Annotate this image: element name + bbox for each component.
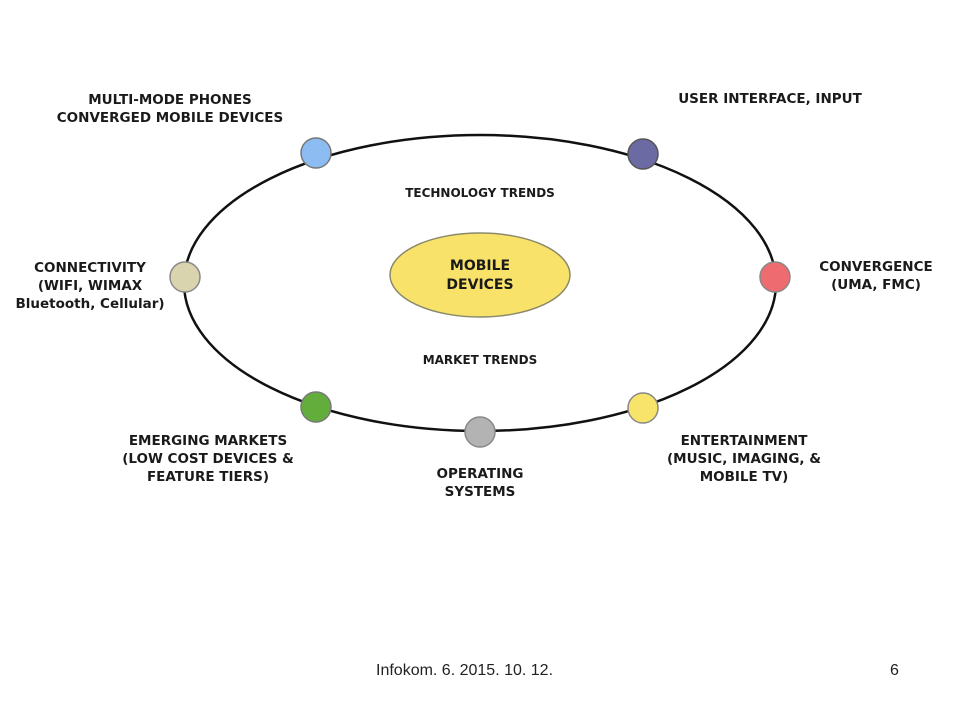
mobile-trends-diagram: MOBILE DEVICES TECHNOLOGY TRENDS MARKET …	[15, 91, 932, 500]
label-convergence-line1: CONVERGENCE	[819, 259, 932, 275]
page-number: 6	[890, 662, 899, 679]
node-operating-systems	[464, 416, 496, 448]
label-os-line1: OPERATING	[437, 466, 524, 482]
label-user-interface: USER INTERFACE, INPUT	[678, 91, 862, 107]
label-connectivity-line2: (WIFI, WIMAX	[38, 278, 143, 294]
node-connectivity	[169, 261, 201, 293]
node-emerging-markets	[300, 391, 332, 423]
center-label-line2: DEVICES	[446, 277, 513, 293]
node-convergence	[759, 261, 791, 293]
label-connectivity-line3: Bluetooth, Cellular)	[15, 296, 164, 312]
label-entertainment-line3: MOBILE TV)	[700, 469, 789, 485]
label-entertainment-line2: (MUSIC, IMAGING, &	[667, 451, 821, 467]
center-label-line1: MOBILE	[450, 258, 510, 274]
market-trends-label: MARKET TRENDS	[423, 353, 538, 367]
label-convergence-line2: (UMA, FMC)	[831, 277, 921, 293]
label-entertainment-line1: ENTERTAINMENT	[681, 433, 809, 449]
label-multimode-line2: CONVERGED MOBILE DEVICES	[57, 110, 283, 126]
label-emerging-line1: EMERGING MARKETS	[129, 433, 287, 449]
label-emerging-line2: (LOW COST DEVICES &	[122, 451, 294, 467]
label-connectivity-line1: CONNECTIVITY	[34, 260, 146, 276]
footer-date: Infokom. 6. 2015. 10. 12.	[376, 662, 554, 679]
node-user-interface	[627, 138, 659, 170]
label-os-line2: SYSTEMS	[445, 484, 516, 500]
label-multimode-line1: MULTI-MODE PHONES	[88, 92, 252, 108]
center-ellipse	[389, 232, 571, 318]
node-multimode	[300, 137, 332, 169]
node-entertainment	[627, 392, 659, 424]
label-emerging-line3: FEATURE TIERS)	[147, 469, 269, 485]
technology-trends-label: TECHNOLOGY TRENDS	[405, 186, 555, 200]
